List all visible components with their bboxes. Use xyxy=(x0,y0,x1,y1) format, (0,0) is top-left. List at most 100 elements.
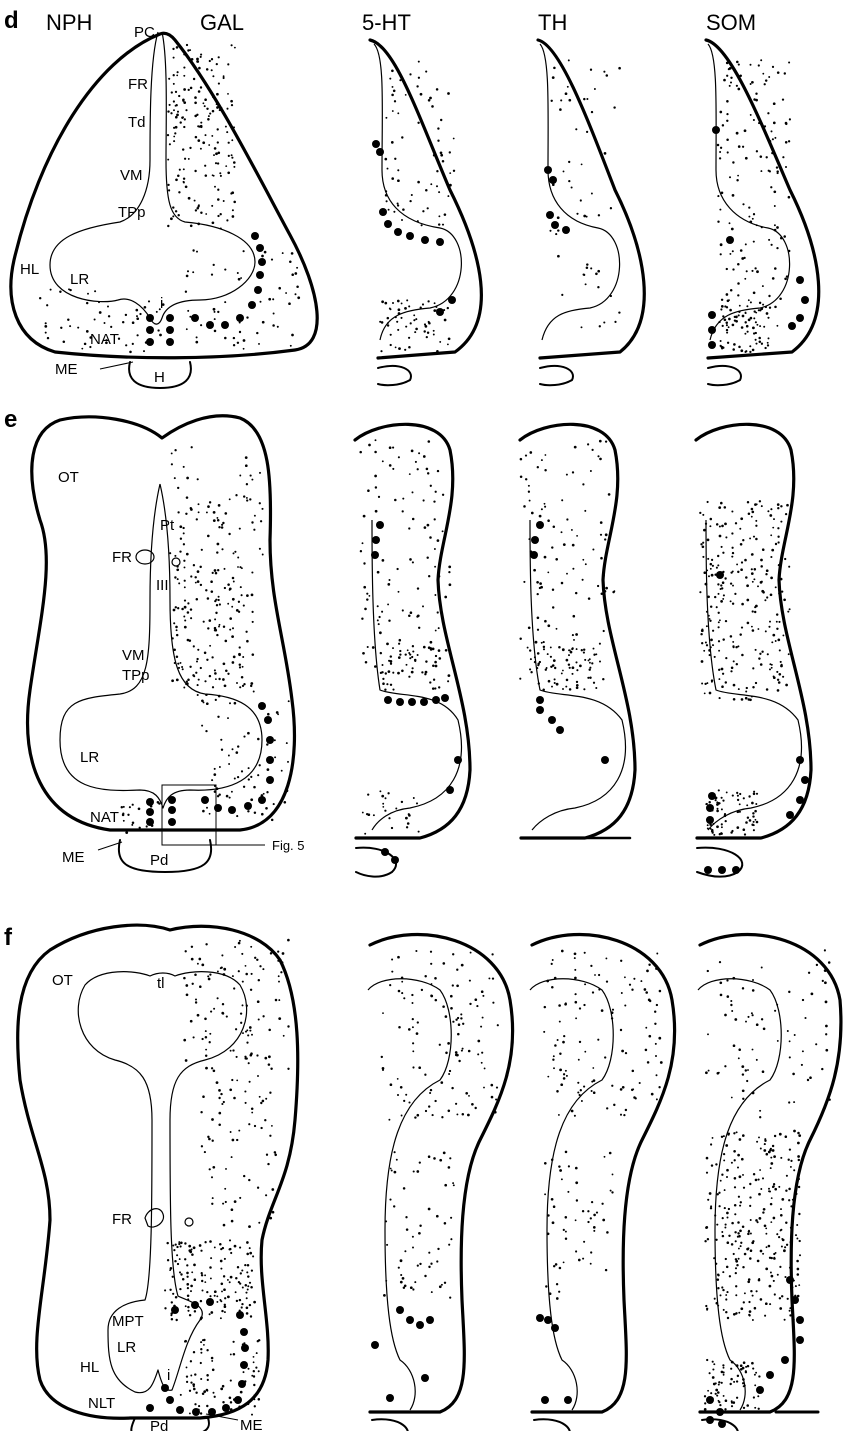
fiber-dot xyxy=(390,655,392,657)
fiber-dot xyxy=(611,1011,614,1014)
fiber-dot xyxy=(764,83,766,85)
fiber-dot xyxy=(215,162,217,164)
fiber-dot xyxy=(742,1266,744,1268)
fiber-dot xyxy=(169,1289,171,1291)
fiber-dot xyxy=(262,968,264,970)
cell-body xyxy=(254,286,262,294)
pituitary-stub-5ht-e xyxy=(356,848,396,877)
fiber-dot xyxy=(556,683,559,686)
fiber-dot xyxy=(576,686,579,689)
fiber-dot xyxy=(238,601,240,603)
fiber-dot xyxy=(761,226,763,228)
fiber-dot xyxy=(251,1107,254,1110)
section-outline-d xyxy=(11,33,317,358)
fiber-dot xyxy=(412,1050,414,1052)
panel-letter-f: f xyxy=(4,924,13,951)
fiber-dot xyxy=(216,1301,218,1303)
fiber-dot xyxy=(387,168,389,170)
fiber-dot xyxy=(385,1280,387,1282)
fiber-dot xyxy=(223,1224,226,1227)
fiber-dot xyxy=(737,571,739,573)
fiber-dot xyxy=(750,83,752,85)
fiber-dot xyxy=(774,224,776,226)
fiber-dot xyxy=(408,1101,410,1103)
fiber-dot xyxy=(412,491,414,493)
fiber-dot xyxy=(176,634,178,636)
header-th: TH xyxy=(538,10,567,35)
fiber-dot xyxy=(744,833,746,835)
fiber-dot xyxy=(756,1023,759,1026)
fiber-dot xyxy=(767,653,769,655)
fiber-dot xyxy=(208,115,210,117)
label-hl-f: HL xyxy=(80,1359,99,1376)
fiber-dot xyxy=(704,683,706,685)
fiber-dot xyxy=(793,1101,795,1103)
fiber-dot xyxy=(545,1285,547,1287)
fiber-dot xyxy=(731,547,733,549)
fiber-dot xyxy=(226,131,228,133)
cell-body xyxy=(796,1336,804,1344)
fiber-dot xyxy=(779,1133,782,1136)
fiber-dot xyxy=(721,823,723,825)
fiber-dot xyxy=(562,1041,565,1044)
fiber-dot xyxy=(727,1317,729,1319)
fiber-dot xyxy=(278,999,280,1001)
fiber-dot xyxy=(185,984,188,987)
fiber-dot xyxy=(808,972,810,974)
fiber-dot xyxy=(204,1241,206,1243)
fiber-dot xyxy=(790,1160,792,1162)
cell-body xyxy=(406,232,414,240)
fiber-dot xyxy=(442,1005,445,1008)
fiber-dot xyxy=(209,619,212,622)
fiber-dot xyxy=(764,1140,766,1142)
fiber-dot xyxy=(253,1356,255,1358)
fiber-dot xyxy=(181,608,184,611)
fiber-dot xyxy=(194,115,197,118)
cell-body xyxy=(258,702,266,710)
fiber-dot xyxy=(562,648,565,651)
fiber-dot xyxy=(453,170,455,172)
fiber-dot xyxy=(752,1049,754,1051)
fiber-dot xyxy=(764,1224,767,1227)
fiber-dot xyxy=(575,1001,578,1004)
fiber-dot xyxy=(565,1237,567,1239)
fig5-box-e xyxy=(162,785,216,845)
fiber-dot xyxy=(720,1294,722,1296)
fiber-dot xyxy=(741,698,744,701)
fiber-dot xyxy=(480,1026,482,1028)
fiber-dot xyxy=(274,739,276,741)
fiber-dot xyxy=(243,1371,245,1373)
fiber-dot xyxy=(214,569,217,572)
fiber-dot xyxy=(736,132,739,135)
fiber-dot xyxy=(574,969,576,971)
fiber-dot xyxy=(183,466,185,468)
fiber-dot xyxy=(250,776,252,778)
fiber-dot xyxy=(765,79,767,81)
fiber-dot xyxy=(434,1100,436,1102)
fiber-dot xyxy=(252,611,254,613)
fiber-dot xyxy=(191,958,194,961)
fiber-dot xyxy=(132,822,135,825)
fiber-dot xyxy=(273,803,275,805)
fiber-dot xyxy=(709,525,711,527)
fiber-dot xyxy=(237,557,239,559)
fiber-dot xyxy=(412,1066,414,1068)
fiber-dot xyxy=(583,652,585,654)
fiber-dot xyxy=(233,552,235,554)
fiber-dot xyxy=(561,1178,563,1180)
fiber-dot xyxy=(164,1289,166,1291)
fiber-dot xyxy=(553,1265,555,1267)
fiber-dot xyxy=(612,1009,614,1011)
fiber-dot xyxy=(761,1018,763,1020)
cell-body xyxy=(228,806,236,814)
fiber-dot xyxy=(401,1115,403,1117)
fiber-dot xyxy=(211,779,213,781)
fiber-dot xyxy=(700,633,702,635)
fiber-dot xyxy=(231,635,234,638)
fiber-dot xyxy=(438,191,440,193)
fiber-dot xyxy=(737,799,739,801)
fiber-dot xyxy=(715,799,717,801)
fiber-dot xyxy=(189,147,191,149)
fiber-dot xyxy=(719,833,721,835)
fiber-dot xyxy=(751,802,754,805)
